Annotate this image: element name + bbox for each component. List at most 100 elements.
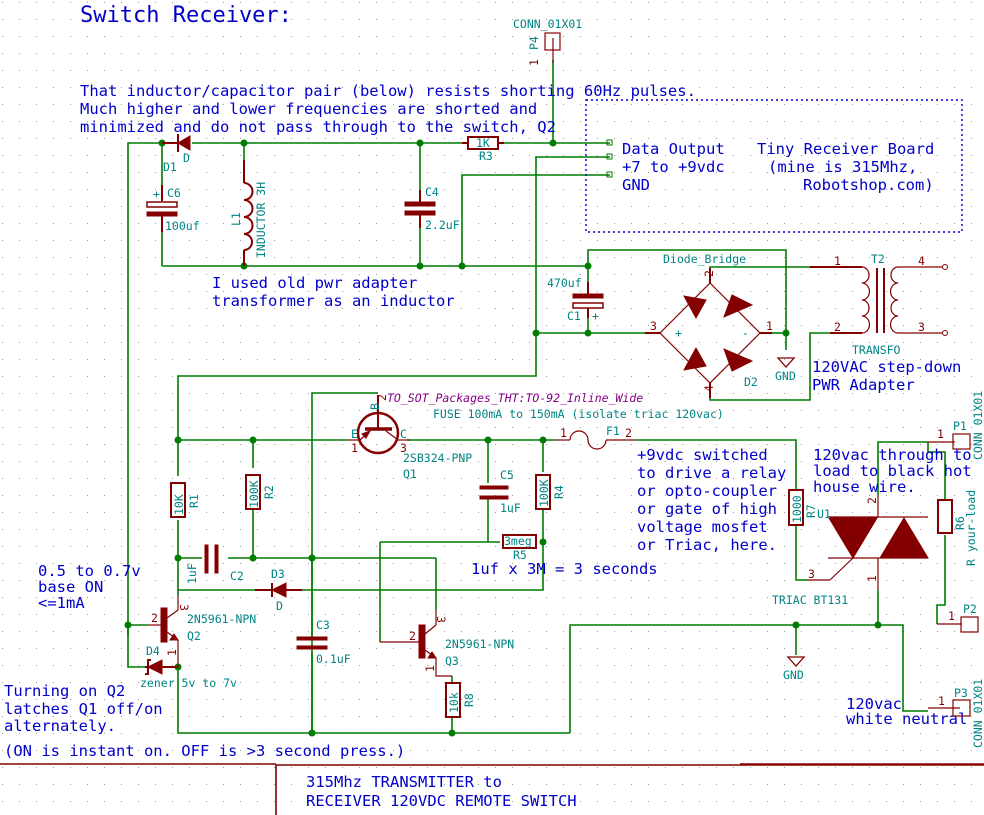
resistor-r1[interactable]: 10K R1	[170, 482, 201, 518]
l1-ref: L1	[229, 212, 243, 226]
resistor-r6[interactable]: R6 R your-load	[937, 490, 978, 566]
capacitor-c5[interactable]: C5 1uF	[479, 468, 521, 515]
p1-value: CONN_01X01	[971, 391, 984, 460]
d2-pin3: 3	[650, 319, 657, 333]
connector-p4[interactable]: CONN_01X01 P4 1	[513, 17, 582, 66]
resistor-r4[interactable]: 100K R4	[535, 474, 566, 510]
c4-ref: C4	[425, 185, 439, 199]
p2-pin: 1	[948, 609, 955, 623]
d4-ref: D4	[146, 644, 160, 658]
note-load-1: 120vac through to	[813, 446, 972, 464]
note-switched-4: or gate of high	[637, 500, 777, 518]
resistor-r3[interactable]: 1K R3	[462, 136, 504, 163]
ground-symbol-bridge: GND	[775, 357, 796, 383]
note-adapter-line1: 120VAC step-down	[812, 358, 961, 376]
t2-ref: T2	[871, 252, 885, 266]
zener-d4[interactable]: D4 zener 5v to 7v	[140, 644, 237, 690]
triac-u1[interactable]: U1 TRIAC BT131 3 2 1	[772, 495, 929, 607]
receiver-vcc-label: +7 to +9vdc	[622, 158, 725, 176]
connector-p2[interactable]: 1 P2	[937, 602, 979, 633]
capacitor-c1[interactable]: 470uf C1 +	[547, 276, 604, 323]
r7-ref: R7	[804, 504, 818, 518]
note-adapter-line2: PWR Adapter	[812, 376, 915, 394]
u1-pin3: 3	[808, 567, 815, 581]
transistor-q1[interactable]: TO_SOT_Packages_THT:TO-92_Inline_Wide E …	[347, 391, 643, 481]
note-press: (ON is instant on. OFF is >3 second pres…	[4, 742, 405, 760]
gnd-label-2: GND	[783, 668, 804, 682]
c5-value: 1uF	[500, 501, 521, 515]
transistor-q2[interactable]: 2 3 1 2N5961-NPN Q2	[148, 596, 256, 667]
title-block-border	[275, 764, 984, 815]
q1-ref: Q1	[403, 467, 417, 481]
capacitor-c2[interactable]: 1uF C2	[185, 544, 244, 584]
note-switched-5: voltage mosfet	[637, 518, 768, 536]
d2-ref: D2	[744, 375, 758, 389]
note-inductor-line2: transformer as an inductor	[212, 292, 455, 310]
p3-ref: P3	[954, 686, 968, 700]
receiver-board-title: Tiny Receiver Board	[757, 140, 934, 158]
p1-pin: 1	[937, 427, 944, 441]
note-base-line3: <=1mA	[38, 594, 85, 612]
r8-ref: R8	[462, 693, 476, 707]
transistor-q3[interactable]: 2 3 1 2N5961-NPN Q3	[380, 610, 514, 677]
note-timing: 1uf x 3M = 3 seconds	[471, 560, 658, 578]
connector-p1[interactable]: 1 P1 CONN_01X01	[928, 391, 984, 460]
c4-value: 2.2uF	[425, 218, 460, 232]
p3-pin: 1	[938, 694, 945, 708]
d3-value: D	[276, 599, 283, 613]
title-block-line2: RECEIVER 120VDC REMOTE SWITCH	[306, 792, 577, 810]
r6-ref: R6	[953, 516, 967, 530]
r3-ref: R3	[479, 149, 493, 163]
q3-pin2: 2	[409, 629, 416, 643]
transformer-t2[interactable]: T2 TRANSFO 1 2 4 3	[810, 252, 948, 357]
receiver-board-outline	[585, 99, 963, 233]
diode-bridge-d2[interactable]: Diode_Bridge D2 + - 3 1 2 4	[645, 252, 773, 398]
q3-ref: Q3	[445, 654, 459, 668]
c1-ref: C1	[567, 309, 581, 323]
page-title: Switch Receiver:	[80, 3, 292, 28]
fuse-f1[interactable]: FUSE 100mA to 150mA (isolate triac 120va…	[433, 407, 724, 450]
u1-pin2: 2	[865, 497, 879, 504]
c6-ref: C6	[167, 186, 181, 200]
resistor-r8[interactable]: 10k R8	[445, 682, 476, 718]
resistor-r5[interactable]: 3meg R5	[502, 534, 537, 562]
resistor-r2[interactable]: 100K R2	[245, 474, 276, 510]
p4-ref: P4	[527, 36, 541, 50]
q1-b-label: B	[368, 403, 382, 410]
diode-d1[interactable]: D D1	[162, 134, 191, 174]
p2-ref: P2	[963, 602, 977, 616]
resistor-r7[interactable]: 1000 R7	[788, 489, 818, 526]
q2-value: 2N5961-NPN	[187, 612, 256, 626]
note-inductor-line1: I used old pwr adapter	[212, 274, 417, 292]
c2-ref: C2	[230, 569, 244, 583]
p4-value: CONN_01X01	[513, 17, 582, 31]
d2-pin4: 4	[702, 385, 716, 392]
diode-d3[interactable]: D3 D	[255, 567, 302, 613]
capacitor-c3[interactable]: C3 0.1uF	[296, 618, 351, 666]
inductor-l1[interactable]: L1 INDUCTOR 3H	[229, 160, 268, 266]
r1-ref: R1	[187, 494, 201, 508]
receiver-pins	[606, 139, 613, 178]
capacitor-c4[interactable]: C4 2.2uF	[404, 185, 460, 232]
receiver-gnd-label: GND	[622, 176, 650, 194]
p4-pin: 1	[527, 59, 541, 66]
r7-value: 1000	[790, 495, 804, 523]
note-load-2: load to black hot	[813, 462, 972, 480]
c3-value: 0.1uF	[316, 652, 351, 666]
connector-p3[interactable]: 1 P3 CONN_01X01	[928, 679, 984, 748]
t2-pin2: 2	[834, 320, 841, 334]
d3-ref: D3	[271, 567, 285, 581]
q3-pin3: 3	[434, 616, 448, 623]
q2-pin3: 3	[177, 604, 191, 611]
note-neutral-2: white neutral	[846, 710, 967, 728]
note-load-3: house wire.	[813, 478, 916, 496]
note-base-line1: 0.5 to 0.7v	[38, 562, 141, 580]
r8-value: 10k	[447, 692, 461, 713]
capacitor-c6[interactable]: + C6 100uf	[146, 185, 200, 233]
q1-pin3: 3	[400, 441, 407, 455]
f1-ref: F1	[606, 424, 620, 438]
receiver-board-source: Robotshop.com)	[803, 176, 934, 194]
p3-value: CONN_01X01	[971, 679, 984, 748]
c5-ref: C5	[500, 468, 514, 482]
d2-value: Diode_Bridge	[663, 252, 746, 266]
